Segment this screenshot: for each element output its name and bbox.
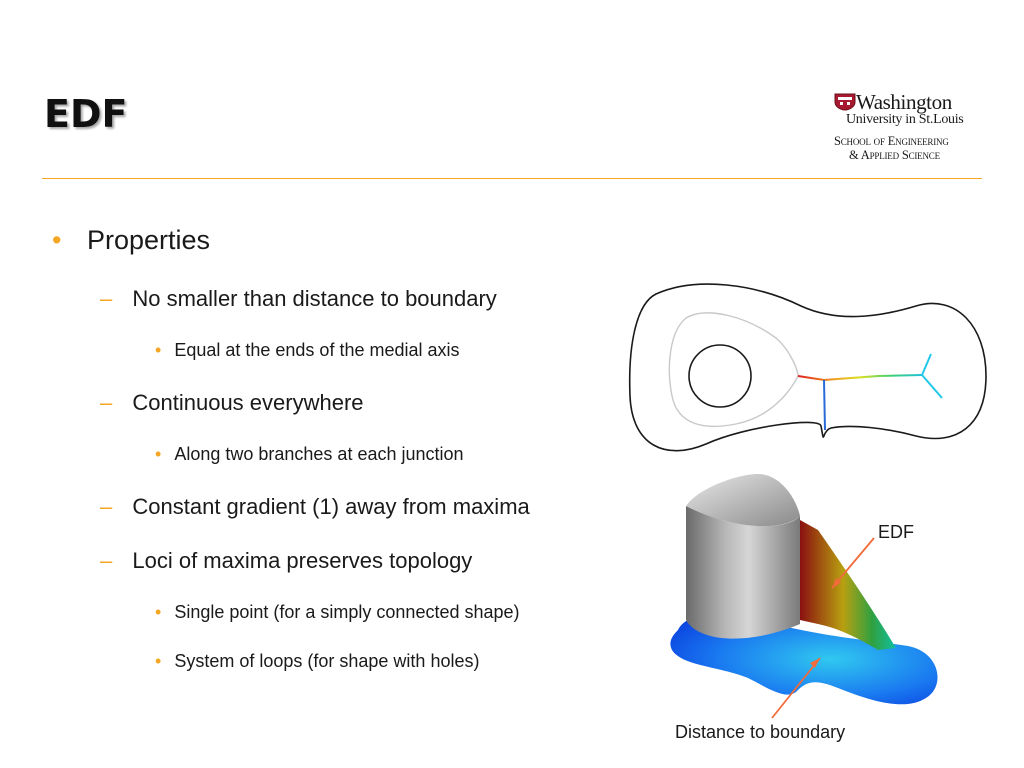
bullet-equal-ends: • Equal at the ends of the medial axis — [155, 340, 460, 360]
bullet-dot-icon: • — [155, 602, 162, 622]
bullet-continuous: – Continuous everywhere — [100, 390, 364, 415]
logo-school: School of Engineering — [834, 134, 949, 148]
bullet-single-point: • Single point (for a simply connected s… — [155, 602, 520, 622]
bullet-dot-icon: • — [155, 444, 162, 464]
bullet-dash-icon: – — [100, 390, 113, 415]
shape-hole — [688, 344, 752, 408]
slide-title: EDF — [44, 92, 128, 136]
medial-axis-branch-right — [921, 374, 943, 399]
edf-arrow — [831, 537, 875, 589]
edf-cylinder-top — [686, 474, 800, 527]
bullet-two-branches: • Along two branches at each junction — [155, 444, 464, 464]
logo-washington: Washington — [856, 90, 952, 114]
label-distance-to-boundary: Distance to boundary — [675, 722, 846, 742]
distance-arrow — [771, 657, 821, 719]
bullet-properties: • Properties — [52, 225, 211, 255]
bullet-loci-maxima: – Loci of maxima preserves topology — [100, 548, 473, 573]
bullet-dash-icon: – — [100, 286, 113, 311]
logo-applied-science: & Applied Science — [849, 148, 940, 162]
bullet-dot-icon: • — [52, 225, 62, 255]
bullet-no-smaller: – No smaller than distance to boundary — [100, 286, 497, 311]
bullet-dash-icon: – — [100, 548, 113, 573]
bullet-dot-icon: • — [155, 651, 162, 671]
edf-cylinder-body — [686, 506, 800, 639]
shape-inner-offset — [668, 312, 799, 427]
edf-surface-figure — [670, 474, 938, 719]
medial-axis-main — [797, 374, 923, 382]
edf-arrowhead — [832, 578, 841, 588]
medial-axis-branch-down — [823, 379, 826, 431]
label-edf: EDF — [878, 522, 914, 542]
bullet-system-loops: • System of loops (for shape with holes) — [155, 651, 480, 671]
medial-axis-figure — [628, 283, 987, 452]
title-divider — [42, 178, 982, 179]
shape-outer-boundary — [628, 283, 987, 452]
university-crest-icon — [834, 93, 856, 111]
distance-arrowhead — [810, 658, 820, 668]
logo-university: University in St.Louis — [846, 112, 964, 127]
university-logo: Washington University in St.Louis School… — [834, 92, 986, 164]
medial-axis-branch-up — [921, 353, 932, 376]
bullet-constant-gradient: – Constant gradient (1) away from maxima — [100, 494, 530, 519]
edf-ridge-surface — [800, 520, 896, 650]
bullet-dash-icon: – — [100, 494, 113, 519]
bullet-dot-icon: • — [155, 340, 162, 360]
